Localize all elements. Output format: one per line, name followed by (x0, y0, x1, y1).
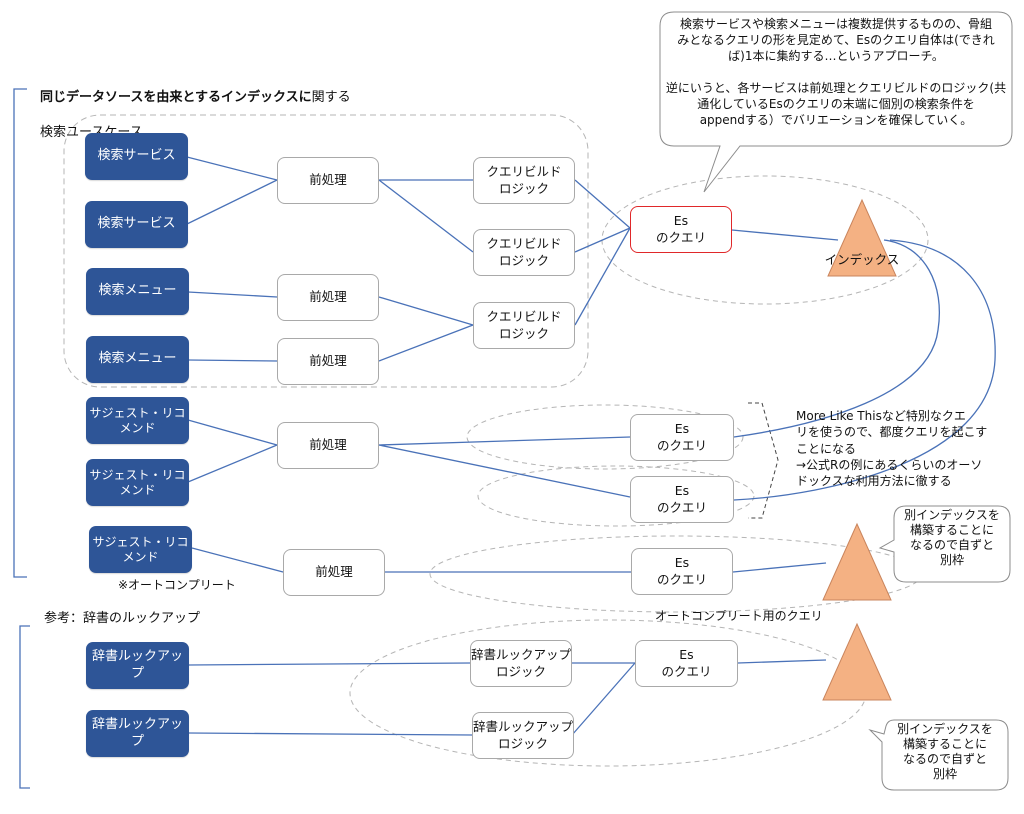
preprocess-box-3: 前処理 (277, 338, 379, 385)
main-section-bracket (13, 88, 27, 578)
suggest-box-3: サジェスト・リコメンド (89, 526, 192, 573)
preprocess-box-2: 前処理 (277, 274, 379, 321)
mlt-note: More Like Thisなど特別なクエ リを使うので、都度クエリを起こす こ… (796, 409, 988, 489)
callout-separate-index-bubble-1 (878, 505, 1011, 583)
search-service-box-1: 検索サービス (85, 133, 188, 180)
es-query-suggest-box-1: Es のクエリ (630, 414, 734, 461)
callout-separate-index-text-2: 別インデックスを 構築することに なるので自ずと 別枠 (897, 722, 993, 781)
preprocess-box-5: 前処理 (283, 549, 385, 596)
suggest-box-2: サジェスト・リコメンド (86, 459, 189, 506)
index-triangle-autocomplete (822, 522, 892, 601)
dict-logic-box-2: 辞書ルックアップ ロジック (472, 712, 574, 759)
preprocess-box-4: 前処理 (277, 422, 379, 469)
dict-lookup-box-1: 辞書ルックアップ (86, 642, 189, 689)
autocomplete-query-label: オートコンプリート用のクエリ (655, 609, 823, 623)
es-query-autocomplete-box: Es のクエリ (631, 548, 733, 595)
dict-logic-box-1: 辞書ルックアップ ロジック (470, 640, 572, 687)
dict-section-bracket (19, 625, 30, 789)
es-query-shared-box: Es のクエリ (630, 206, 732, 253)
query-build-box-3: クエリビルド ロジック (473, 302, 575, 349)
index-triangle-dict (822, 622, 892, 701)
es-query-suggest-box-2: Es のクエリ (630, 476, 734, 523)
search-group-frame (63, 114, 589, 388)
index-label: インデックス (824, 252, 900, 267)
mlt-note-bracket (748, 402, 779, 519)
query-build-box-2: クエリビルド ロジック (473, 229, 575, 276)
dict-lookup-box-2: 辞書ルックアップ (86, 710, 189, 757)
search-menu-box-2: 検索メニュー (86, 336, 189, 383)
dict-section-title: 参考：辞書のルックアップ (44, 611, 201, 626)
callout-separate-index-bubble-2 (868, 719, 1009, 791)
main-section-title: 同じデータソースを由来とするインデックスに関する 検索ユースケース (40, 71, 360, 141)
es-suggest-ellipse-1 (466, 404, 744, 470)
search-service-box-2: 検索サービス (85, 201, 188, 248)
suggest-box-1: サジェスト・リコメンド (86, 397, 189, 444)
es-query-dict-box: Es のクエリ (635, 640, 738, 687)
callout-top-bubble (659, 11, 1013, 193)
autocomplete-note: ※オートコンプリート (118, 578, 236, 592)
main-section-title-rest: 関する (311, 89, 351, 105)
search-menu-box-1: 検索メニュー (86, 268, 189, 315)
es-suggest-ellipse-2 (477, 465, 755, 527)
index-triangle-main (827, 198, 897, 277)
preprocess-box-1: 前処理 (277, 157, 379, 204)
query-build-box-1: クエリビルド ロジック (473, 157, 575, 204)
connector-lines (186, 156, 996, 736)
callout-separate-index-text-1: 別インデックスを 構築することに なるので自ずと 別枠 (904, 508, 1000, 567)
callout-top-text: 検索サービスや検索メニューは複数提供するものの、骨組 みとなるクエリの形を見定め… (665, 17, 1007, 127)
main-section-title-bold: 同じデータソースを由来とするインデックスに (40, 89, 312, 105)
